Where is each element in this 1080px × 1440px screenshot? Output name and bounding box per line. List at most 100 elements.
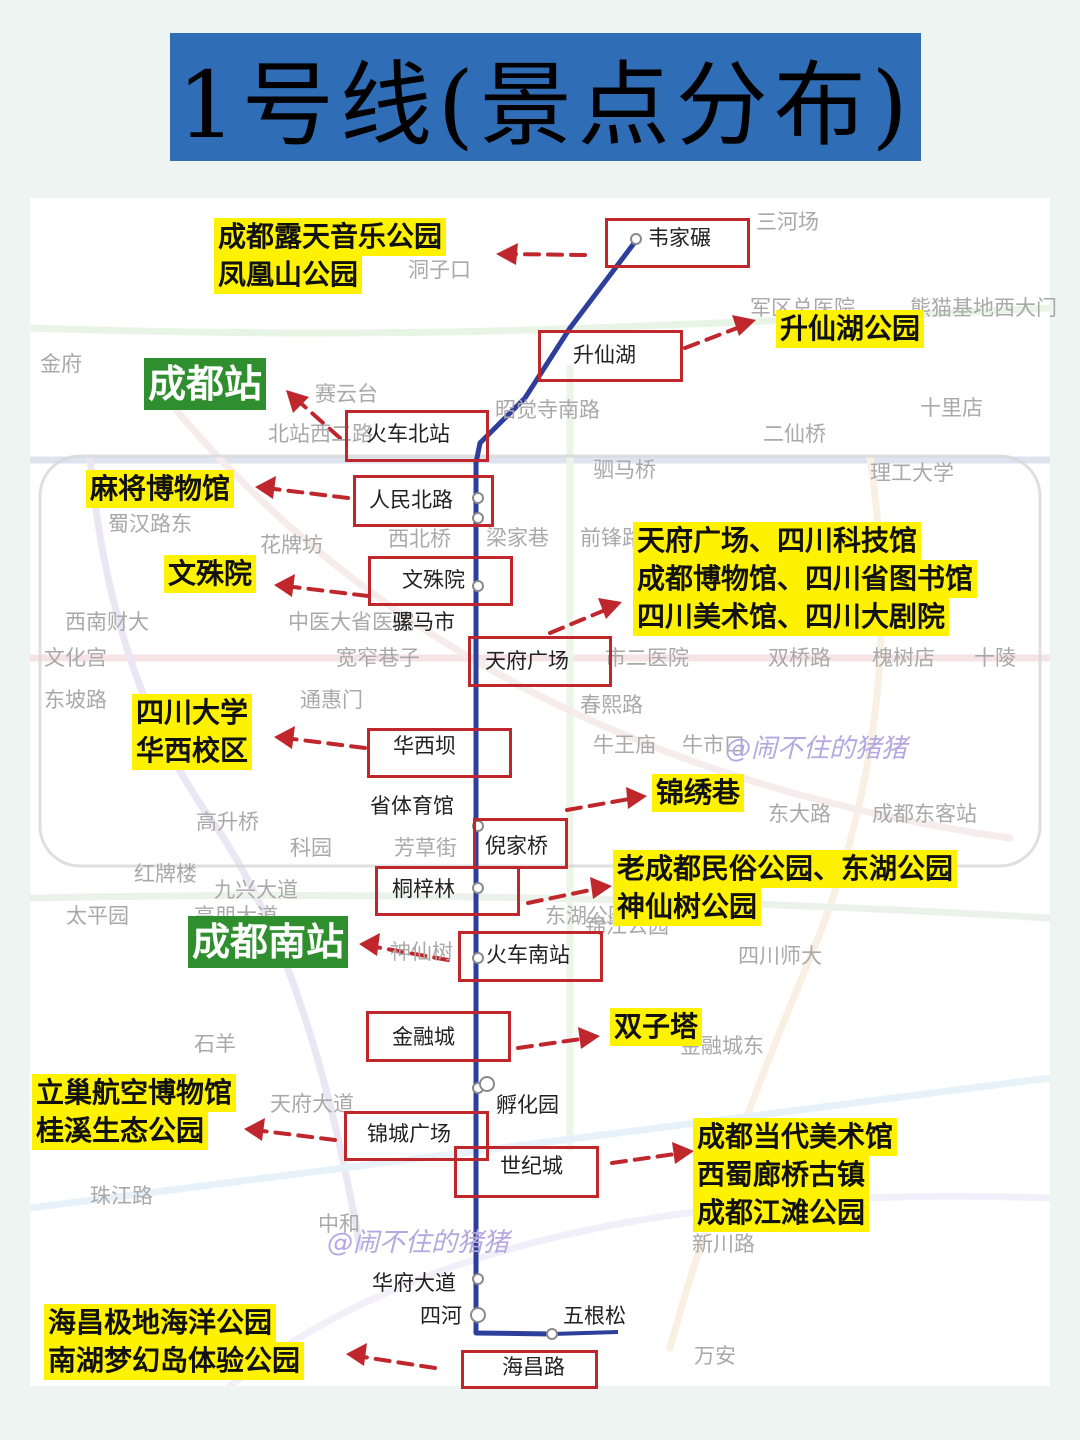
attraction-label: 锦绣巷 — [652, 774, 745, 812]
arrow-head — [359, 933, 380, 956]
background-line — [30, 892, 1050, 922]
station-renminbeilu[interactable]: 人民北路 — [369, 488, 453, 512]
arrow-weijianian — [506, 252, 587, 257]
arrow-head — [274, 574, 295, 597]
station-tongzilin[interactable]: 桐梓林 — [392, 877, 455, 901]
bg-label: 红牌楼 — [134, 862, 197, 886]
arrow-head — [598, 598, 622, 619]
station-huafudadao[interactable]: 华府大道 — [372, 1271, 456, 1295]
bg-label: 中和 — [318, 1212, 360, 1236]
station-sihe[interactable]: 四河 — [420, 1304, 462, 1328]
highlight-box-huochenanzhan — [458, 931, 603, 982]
bg-label: 石羊 — [194, 1032, 236, 1056]
station-dot — [472, 492, 484, 504]
attraction-label: 凤凰山公园 — [214, 256, 363, 294]
attraction-label: 海昌极地海洋公园 — [44, 1304, 277, 1342]
bg-label: 万安 — [694, 1344, 736, 1368]
station-dot — [472, 580, 484, 592]
attraction-label: 成都江滩公园 — [693, 1194, 870, 1232]
arrow-renminbeilu — [264, 486, 350, 500]
bg-label: 蜀汉路东 — [108, 512, 192, 536]
attraction-label: 成都露天音乐公园 — [214, 218, 447, 256]
attraction-label: 桂溪生态公园 — [32, 1112, 209, 1150]
bg-label: 金府 — [40, 352, 82, 376]
station-wenshuyuan[interactable]: 文殊院 — [402, 568, 465, 592]
bg-label: 文化宫 — [44, 646, 107, 670]
title-banner: 1号线(景点分布) — [170, 33, 921, 161]
attraction-label: 成都当代美术馆 — [693, 1118, 898, 1156]
station-huochebeizhan[interactable]: 火车北站 — [366, 422, 450, 446]
highlight-box-shijicheng — [454, 1146, 599, 1198]
arrow-wenshuyuan — [283, 584, 370, 598]
attraction-label: 天府广场、四川科技馆 — [633, 522, 922, 560]
arrow-head — [626, 787, 647, 809]
rail-station-label: 成都站 — [144, 358, 267, 410]
arrow-nijiaqiao — [565, 796, 637, 812]
bg-label: 槐树店 — [872, 646, 935, 670]
metro-map: 三河场 洞子口 军区总医院 熊猫基地西大门 金府 赛云台 昭觉寺南路 十里店 北… — [30, 198, 1057, 1389]
station-weijianian[interactable]: 韦家碾 — [648, 226, 711, 250]
arrow-head — [274, 726, 295, 749]
attraction-label: 南湖梦幻岛体验公园 — [44, 1342, 305, 1380]
station-dot — [472, 1273, 484, 1285]
station-huochenanzhan[interactable]: 火车南站 — [486, 943, 570, 967]
bg-label: 春熙路 — [580, 693, 643, 717]
rail-station-label: 成都南站 — [188, 916, 349, 968]
arrow-shijicheng — [610, 1151, 684, 1165]
highlight-box-tongzilin — [375, 866, 520, 916]
station-dot — [472, 512, 484, 524]
bg-label: 天府大道 — [270, 1092, 354, 1116]
attraction-label: 神仙树公园 — [613, 888, 762, 926]
attraction-label: 西蜀廊桥古镇 — [693, 1156, 870, 1194]
station-dot — [472, 952, 484, 964]
arrow-head — [346, 1343, 367, 1366]
station-jinrongcheng[interactable]: 金融城 — [392, 1025, 455, 1049]
bg-label: 珠江路 — [90, 1184, 153, 1208]
station-shijicheng[interactable]: 世纪城 — [500, 1154, 563, 1178]
bg-label: 驷马桥 — [593, 458, 656, 482]
station-fuhuayuan[interactable]: 孵化园 — [496, 1093, 559, 1117]
attraction-label: 立巢航空博物馆 — [32, 1074, 237, 1112]
arrow-head — [496, 243, 518, 265]
bg-label: 宽窄巷子 — [336, 646, 420, 670]
bg-label: 花牌坊 — [260, 533, 323, 557]
bg-label: 市二医院 — [605, 646, 689, 670]
arrow-head — [590, 877, 612, 899]
station-haichanglu[interactable]: 海昌路 — [502, 1355, 565, 1379]
attraction-label: 老成都民俗公园、东湖公园 — [613, 850, 958, 888]
attraction-label: 四川美术馆、四川大剧院 — [633, 598, 950, 636]
station-huaxiba[interactable]: 华西坝 — [393, 734, 456, 758]
highlight-box-jinrongcheng — [366, 1011, 511, 1062]
line1-branch — [551, 1330, 619, 1336]
station-shengxianhu[interactable]: 升仙湖 — [573, 343, 636, 367]
arrow-huochenanzhan — [368, 944, 450, 962]
background-line — [86, 454, 364, 1252]
highlight-box-renminbeilu — [353, 475, 494, 527]
watermark: @闹不住的猪猪 — [327, 1228, 510, 1258]
arrow-shengxianhu — [683, 323, 747, 350]
station-jinchengguangchang[interactable]: 锦城广场 — [367, 1122, 451, 1146]
arrow-tianfuguangchang — [548, 606, 612, 635]
bg-label: 昭觉寺南路 — [495, 398, 600, 422]
highlight-box-jinchengguangchang — [344, 1111, 489, 1161]
bg-label: 东湖公园 — [545, 904, 629, 928]
bg-label: 东大路 — [768, 802, 831, 826]
highlight-box-wenshuyuan — [368, 556, 513, 606]
attraction-label: 双子塔 — [610, 1008, 703, 1046]
bg-label: 芳草街 — [394, 836, 457, 860]
station-nijiaqiao[interactable]: 倪家桥 — [485, 834, 548, 858]
bg-label: 前锋路 — [580, 526, 643, 550]
highlight-box-haichanglu — [461, 1350, 598, 1389]
station-tianfuguangchang[interactable]: 天府广场 — [485, 649, 569, 673]
attraction-label: 文殊院 — [164, 555, 257, 593]
bg-label: 梁家巷 — [486, 526, 549, 550]
station-luomashi[interactable]: 骡马市 — [392, 610, 455, 634]
line1-route — [473, 236, 640, 1337]
station-shengtiyuguan[interactable]: 省体育馆 — [370, 794, 454, 818]
bg-label: 东坡路 — [44, 688, 107, 712]
station-wugensong[interactable]: 五根松 — [563, 1304, 626, 1328]
bg-label: 高升桥 — [196, 810, 259, 834]
arrow-huaxiba — [283, 736, 367, 750]
attraction-label: 成都博物馆、四川省图书馆 — [633, 560, 978, 598]
background-line — [146, 374, 1014, 842]
